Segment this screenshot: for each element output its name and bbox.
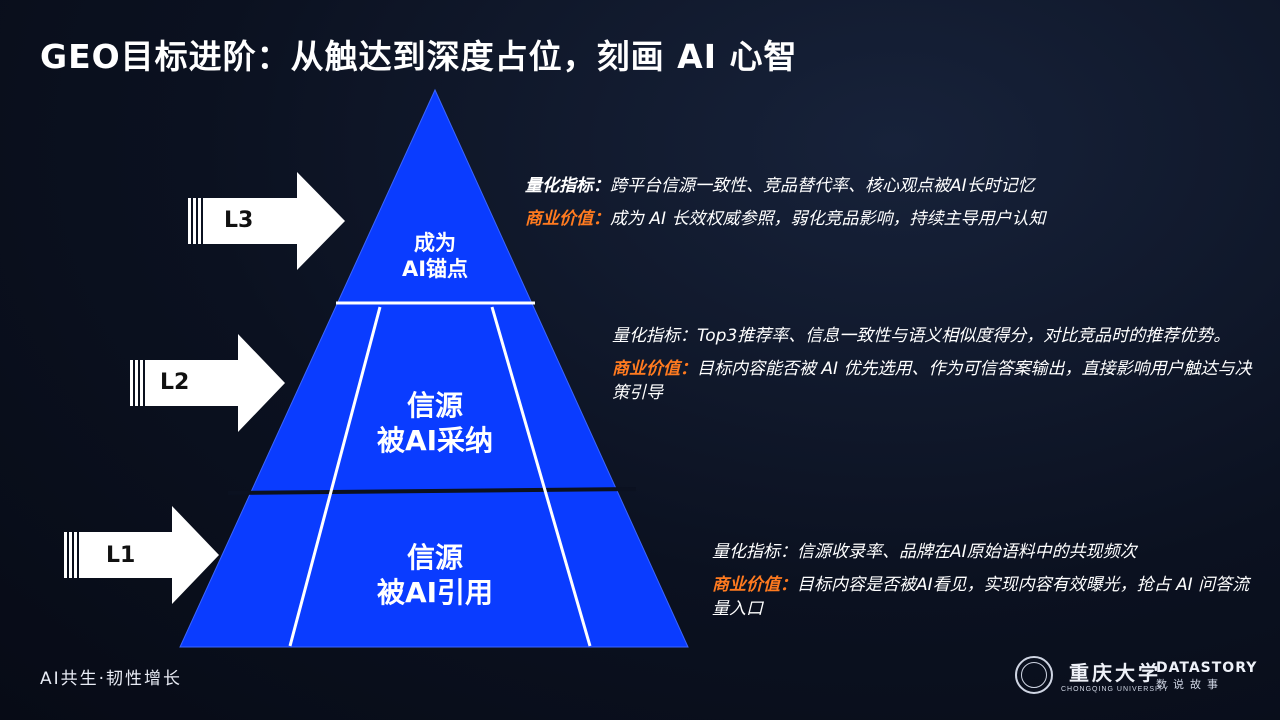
info-l1: 量化指标：信源收录率、品牌在AI原始语料中的共现频次 商业价值：目标内容是否被A…	[712, 540, 1252, 630]
value-row: 商业价值：目标内容是否被AI看见，实现内容有效曝光，抢占 AI 问答流量入口	[712, 573, 1252, 622]
pyramid-body	[179, 88, 689, 648]
tier-l1-line1: 信源	[406, 541, 463, 574]
level-label-l3: L3	[224, 208, 254, 233]
tier-l3-line1: 成为	[414, 231, 456, 255]
metric-row: 量化指标：信源收录率、品牌在AI原始语料中的共现频次	[712, 540, 1252, 565]
level-label-l1: L1	[106, 543, 136, 568]
university-name-cn: 重庆大学	[1068, 661, 1161, 685]
value-text: 目标内容是否被AI看见，实现内容有效曝光，抢占 AI 问答流量入口	[712, 574, 1250, 620]
university-seal-icon	[1015, 656, 1053, 694]
tier-l3-text: 成为 AI锚点	[370, 230, 500, 283]
metric-key: 量化指标：	[612, 326, 697, 346]
level-label-l2: L2	[160, 370, 190, 395]
tier-divider-bottom	[227, 487, 637, 495]
chongqing-university-logo: 重庆大学 CHONGQING UNIVERSITY	[1015, 656, 1169, 694]
value-text: 目标内容能否被 AI 优先选用、作为可信答案输出，直接影响用户触达与决策引导	[612, 358, 1252, 404]
brand-name-en: DATASTORY	[1156, 660, 1258, 676]
info-l2: 量化指标：Top3推荐率、信息一致性与语义相似度得分，对比竞品时的推荐优势。 商…	[612, 324, 1252, 414]
metric-key: 量化指标：	[712, 542, 797, 562]
value-key: 商业价值：	[525, 208, 610, 229]
tier-l1-line2: 被AI引用	[376, 576, 494, 609]
value-row: 商业价值：目标内容能否被 AI 优先选用、作为可信答案输出，直接影响用户触达与决…	[612, 357, 1252, 406]
footer-tagline: AI共生·韧性增长	[40, 669, 183, 689]
tier-l2-line2: 被AI采纳	[376, 424, 494, 457]
inner-line-left	[288, 306, 382, 647]
value-text: 成为 AI 长效权威参照，弱化竞品影响，持续主导用户认知	[610, 208, 1046, 229]
right-arrow-icon	[188, 172, 345, 270]
datastory-logo: DATASTORY 数说故事	[1156, 660, 1257, 692]
page-title: GEO目标进阶：从触达到深度占位，刻画 AI 心智	[40, 37, 798, 76]
metric-row: 量化指标：跨平台信源一致性、竞品替代率、核心观点被AI长时记忆	[525, 174, 1225, 199]
value-key: 商业价值：	[712, 574, 797, 595]
university-name-en: CHONGQING UNIVERSITY	[1061, 686, 1169, 693]
brand-name-cn: 数说故事	[1156, 679, 1224, 691]
metric-key: 量化指标：	[525, 176, 610, 196]
right-arrow-icon	[64, 506, 219, 604]
tier-l2-line1: 信源	[406, 389, 463, 422]
info-l3: 量化指标：跨平台信源一致性、竞品替代率、核心观点被AI长时记忆 商业价值：成为 …	[525, 174, 1225, 239]
metric-text: 信源收录率、品牌在AI原始语料中的共现频次	[797, 542, 1137, 562]
inner-line-right	[490, 306, 592, 647]
tier-l1-text: 信源 被AI引用	[355, 540, 515, 610]
metric-text: Top3推荐率、信息一致性与语义相似度得分，对比竞品时的推荐优势。	[697, 326, 1231, 346]
tier-l2-text: 信源 被AI采纳	[355, 388, 515, 458]
metric-text: 跨平台信源一致性、竞品替代率、核心观点被AI长时记忆	[610, 176, 1035, 196]
metric-row: 量化指标：Top3推荐率、信息一致性与语义相似度得分，对比竞品时的推荐优势。	[612, 324, 1252, 349]
value-key: 商业价值：	[612, 358, 697, 379]
right-arrow-icon	[130, 334, 285, 432]
tier-l3-line2: AI锚点	[401, 257, 469, 282]
value-row: 商业价值：成为 AI 长效权威参照，弱化竞品影响，持续主导用户认知	[525, 207, 1225, 232]
